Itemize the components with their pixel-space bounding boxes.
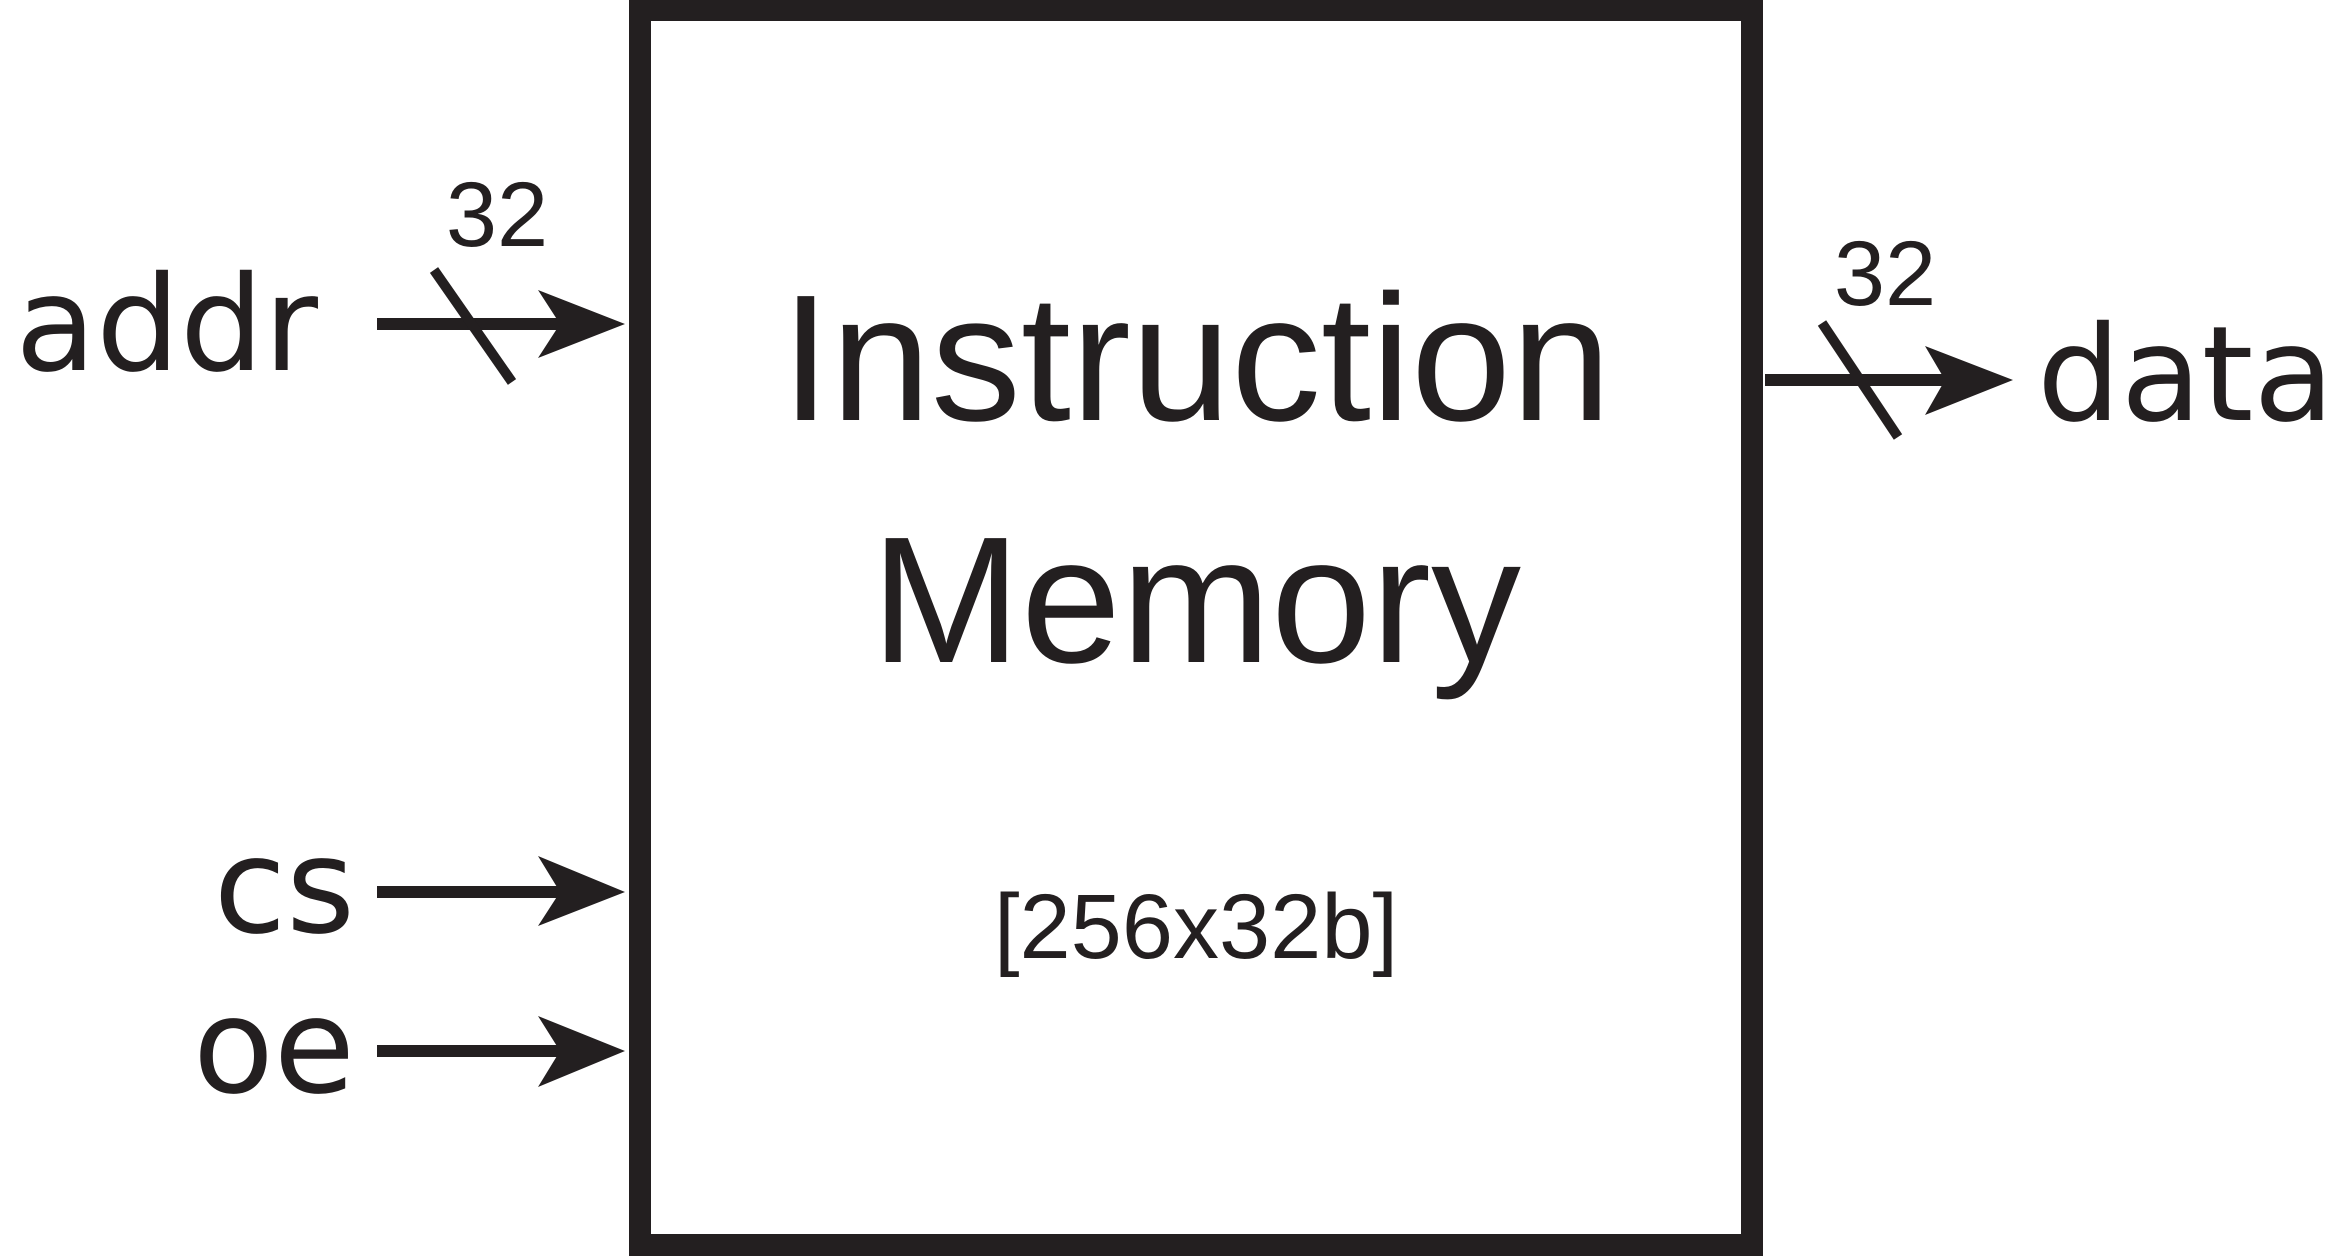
addr-bus-width: 32: [446, 164, 548, 266]
data-bus-slash: [1817, 320, 1903, 440]
addr-label: addr: [15, 248, 318, 402]
data-arrow: [1765, 346, 2013, 415]
addr-arrow: [377, 290, 625, 358]
memory-block: [629, 0, 1763, 1256]
cs-label: cs: [214, 810, 355, 964]
data-bus-width: 32: [1834, 223, 1936, 325]
cs-arrow: [377, 856, 625, 926]
block-title-line1: Instruction: [781, 258, 1611, 459]
block-title-line2: Memory: [871, 500, 1521, 701]
block-size-label: [256x32b]: [994, 876, 1398, 978]
oe-arrow: [377, 1016, 625, 1087]
data-label: data: [2037, 298, 2334, 452]
addr-bus-slash: [429, 267, 517, 385]
oe-label: oe: [193, 970, 355, 1124]
